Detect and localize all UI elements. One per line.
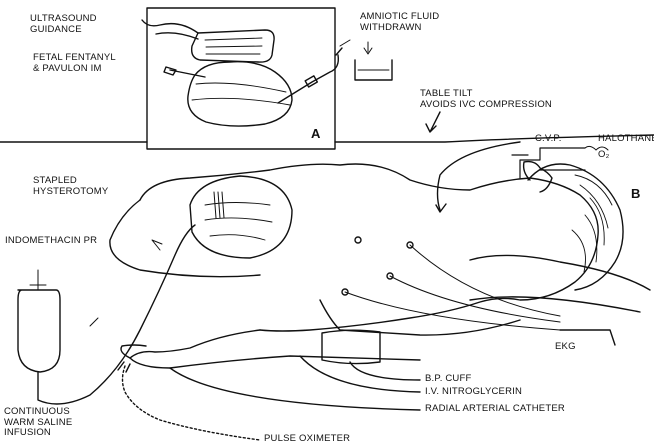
- fentanyl-label: FETAL FENTANYL & PAVULON IM: [33, 53, 116, 74]
- fentanyl-label-line2: & PAVULON IM: [33, 64, 116, 75]
- radial-catheter-label: RADIAL ARTERIAL CATHETER: [425, 404, 565, 415]
- bp-cuff-tubing: [350, 362, 420, 380]
- amniotic-label-line2: WITHDRAWN: [360, 23, 439, 34]
- table-tilt-label: TABLE TILT AVOIDS IVC COMPRESSION: [420, 89, 552, 110]
- patient-hand: [118, 345, 146, 372]
- pulse-oximeter-label: PULSE OXIMETER: [264, 434, 350, 445]
- fentanyl-label-line1: FETAL FENTANYL: [33, 53, 116, 64]
- ultrasound-label-line2: GUIDANCE: [30, 25, 97, 36]
- halothane-label: HALOTHANE: [598, 134, 654, 145]
- cvp-label: C.V.P.: [535, 134, 562, 145]
- patient-torso: [140, 164, 598, 331]
- patient-arm: [130, 300, 520, 368]
- table-tilt-label-line2: AVOIDS IVC COMPRESSION: [420, 100, 552, 111]
- saline-bag: [18, 290, 60, 372]
- ekg-label: EKG: [555, 342, 576, 353]
- ultrasound-cable: [142, 20, 198, 39]
- cvp-line: [436, 142, 520, 212]
- amniotic-label-line1: AMNIOTIC FLUID: [360, 12, 439, 23]
- pulse-oximeter-cable: [123, 366, 261, 440]
- saline-label: CONTINUOUS WARM SALINE INFUSION: [4, 407, 72, 439]
- fentanyl-syringe: [164, 67, 205, 77]
- patient-legs: [110, 200, 260, 277]
- saline-label-line1: CONTINUOUS: [4, 407, 72, 418]
- nitroglycerin-line: [300, 356, 420, 392]
- saline-label-line3: INFUSION: [4, 428, 72, 439]
- table-tilt-label-line1: TABLE TILT: [420, 89, 552, 100]
- amniotic-label: AMNIOTIC FLUID WITHDRAWN: [360, 12, 439, 33]
- saline-tube: [38, 225, 195, 404]
- ultrasound-label: ULTRASOUND GUIDANCE: [30, 14, 97, 35]
- inset-panel-a: [142, 8, 392, 149]
- patient-head: [528, 164, 623, 290]
- bp-cuff-label: B.P. CUFF: [425, 374, 472, 385]
- pillow: [470, 255, 650, 312]
- patient-hair: [572, 175, 612, 272]
- hysterotomy-label-line2: HYSTEROTOMY: [33, 187, 108, 198]
- panel-b-letter: B: [631, 186, 640, 201]
- staple-line: [214, 192, 224, 218]
- nitroglycerin-label: I.V. NITROGLYCERIN: [425, 387, 522, 398]
- o2-label: O₂: [598, 150, 609, 161]
- uterus-shape: [188, 62, 292, 126]
- hysterotomy-label: STAPLED HYSTEROTOMY: [33, 176, 108, 197]
- indomethacin-label: INDOMETHACIN PR: [5, 236, 97, 247]
- hysterotomy-label-line1: STAPLED: [33, 176, 108, 187]
- hysterotomy-site: [190, 176, 292, 258]
- inset-frame: [147, 8, 335, 149]
- ekg-leads: [345, 245, 560, 330]
- amniocentesis-needle: [278, 48, 342, 103]
- table-tilt-arrow: [426, 112, 440, 132]
- ultrasound-label-line1: ULTRASOUND: [30, 14, 97, 25]
- panel-a-letter: A: [311, 126, 320, 141]
